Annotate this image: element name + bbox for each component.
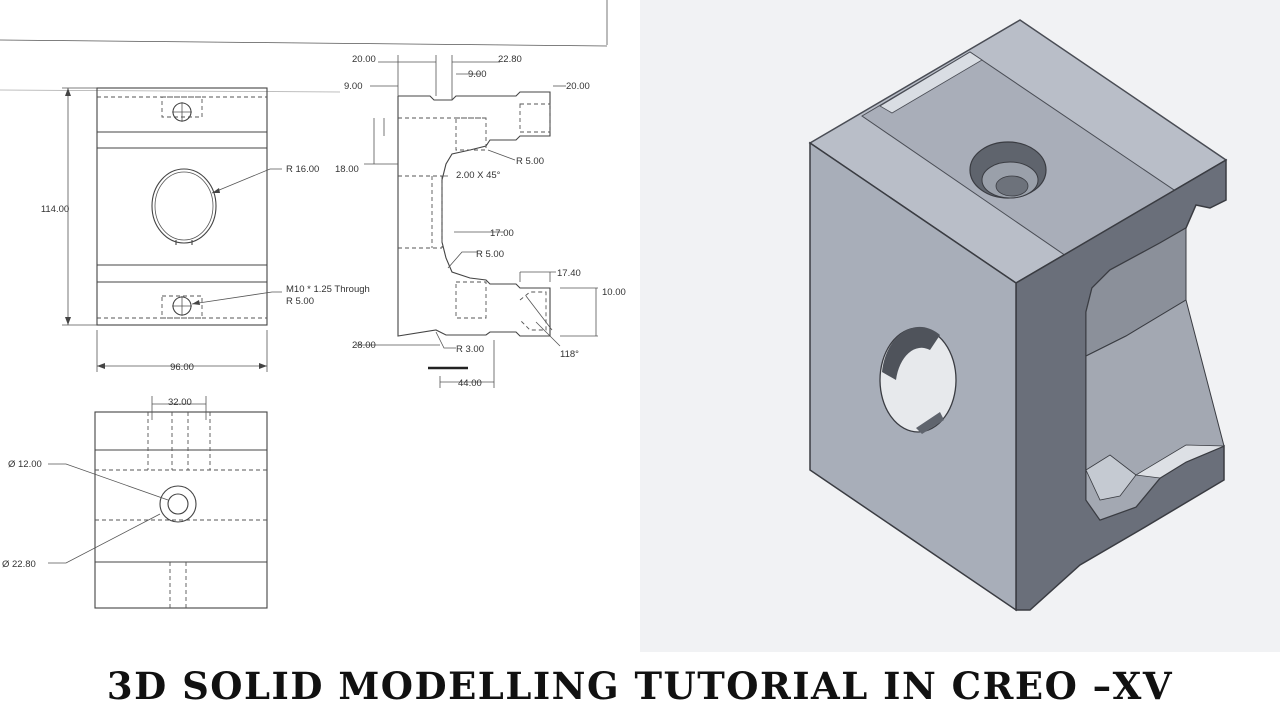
side-view: [356, 55, 598, 388]
side-radius-5a: R 5.00: [516, 156, 544, 167]
top-dim-32: 32.00: [168, 397, 192, 408]
top-dia-22-80: Ø 22.80: [2, 559, 36, 570]
side-dim-28: 28.00: [352, 340, 376, 351]
side-dim-20a: 20.00: [352, 54, 376, 65]
side-dim-44: 44.00: [458, 378, 482, 389]
side-dim-20b: 20.00: [566, 81, 590, 92]
side-dim-17-40: 17.40: [557, 268, 581, 279]
thread-callout-line2: R 5.00: [286, 296, 314, 307]
side-dim-22-80: 22.80: [498, 54, 522, 65]
side-radius-3: R 3.00: [456, 344, 484, 355]
faint-line: [0, 89, 341, 93]
side-dim-10: 10.00: [602, 287, 626, 298]
side-chamfer: 2.00 X 45°: [456, 170, 501, 181]
side-dim-9b: 9.00: [468, 69, 487, 80]
side-dim-17: 17.00: [490, 228, 514, 239]
top-dia-12: Ø 12.00: [8, 459, 42, 470]
tutorial-title: 3D SOLID MODELLING TUTORIAL IN CREO –XV: [106, 664, 1174, 708]
radius-callout: R 16.00: [286, 164, 319, 175]
model-viewport: [640, 0, 1280, 652]
side-angle-118: 118°: [560, 349, 579, 360]
sheet-border-line: [0, 39, 608, 47]
drawing-svg: 114.00 96.00 R 16.00 M10 * 1.25 Through …: [0, 0, 626, 609]
side-dim-9a: 9.00: [344, 81, 363, 92]
engineering-drawing: 114.00 96.00 R 16.00 M10 * 1.25 Through …: [0, 0, 640, 652]
side-dim-18: 18.00: [335, 164, 359, 175]
width-dim-label: 96.00: [170, 362, 194, 373]
front-view: [62, 87, 282, 372]
side-radius-5b: R 5.00: [476, 249, 504, 260]
height-dim-label: 114.00: [41, 204, 69, 215]
thread-callout-line1: M10 * 1.25 Through: [286, 284, 370, 295]
model-svg: [808, 19, 1228, 612]
top-view: [48, 396, 268, 609]
